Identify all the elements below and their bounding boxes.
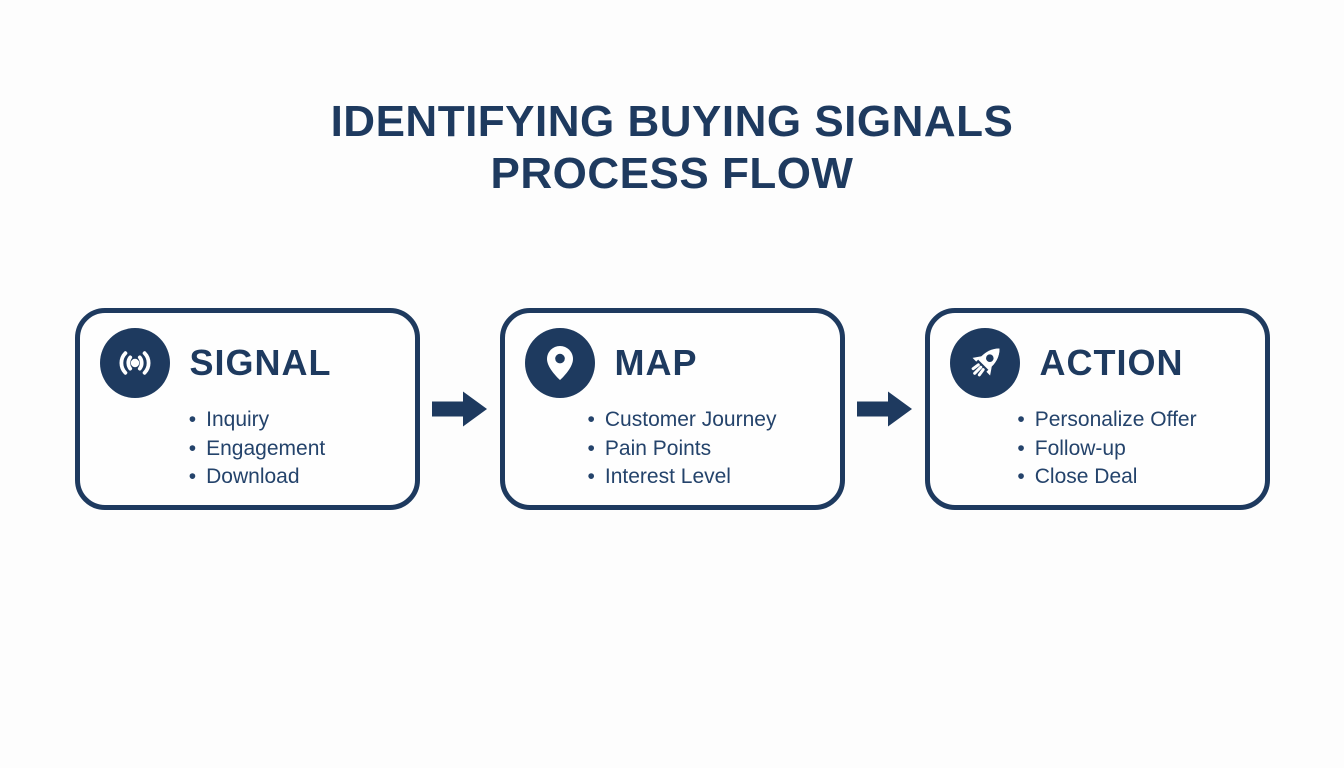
map-pin-icon: [524, 328, 595, 398]
step-title-action: ACTION: [1039, 342, 1184, 383]
arrow-right-icon: [845, 389, 925, 429]
step-card-signal: SIGNAL Inquiry Engagement Download: [74, 308, 420, 510]
list-item: Download: [189, 463, 325, 492]
bullet-list-map: Customer Journey Pain Points Interest Le…: [588, 406, 777, 492]
list-item: Engagement: [189, 435, 325, 464]
list-item: Personalize Offer: [1017, 406, 1197, 435]
bullet-list-action: Personalize Offer Follow-up Close Deal: [1017, 406, 1197, 492]
step-card-map: MAP Customer Journey Pain Points Interes…: [499, 308, 845, 510]
step-header: MAP: [524, 328, 822, 398]
broadcast-icon: [99, 328, 170, 398]
page-title: IDENTIFYING BUYING SIGNALS PROCESS FLOW: [0, 96, 1344, 200]
list-item: Interest Level: [588, 463, 777, 492]
arrow-right-icon: [420, 389, 500, 429]
list-item: Pain Points: [588, 435, 777, 464]
list-item: Follow-up: [1017, 435, 1196, 464]
bullet-list-signal: Inquiry Engagement Download: [189, 406, 325, 492]
process-flow-row: SIGNAL Inquiry Engagement Download: [0, 308, 1344, 510]
step-header: SIGNAL: [99, 328, 397, 398]
list-item: Close Deal: [1017, 463, 1196, 492]
step-title-signal: SIGNAL: [189, 342, 332, 383]
step-header: ACTION: [949, 328, 1247, 398]
list-item: Customer Journey: [588, 406, 777, 435]
step-card-action: ACTION Personalize Offer Follow-up Close…: [924, 308, 1270, 510]
list-item: Inquiry: [189, 406, 325, 435]
step-title-map: MAP: [614, 342, 698, 383]
page-title-line-1: IDENTIFYING BUYING SIGNALS: [330, 97, 1014, 146]
rocket-icon: [949, 328, 1020, 398]
page-title-line-2: PROCESS FLOW: [490, 149, 854, 198]
